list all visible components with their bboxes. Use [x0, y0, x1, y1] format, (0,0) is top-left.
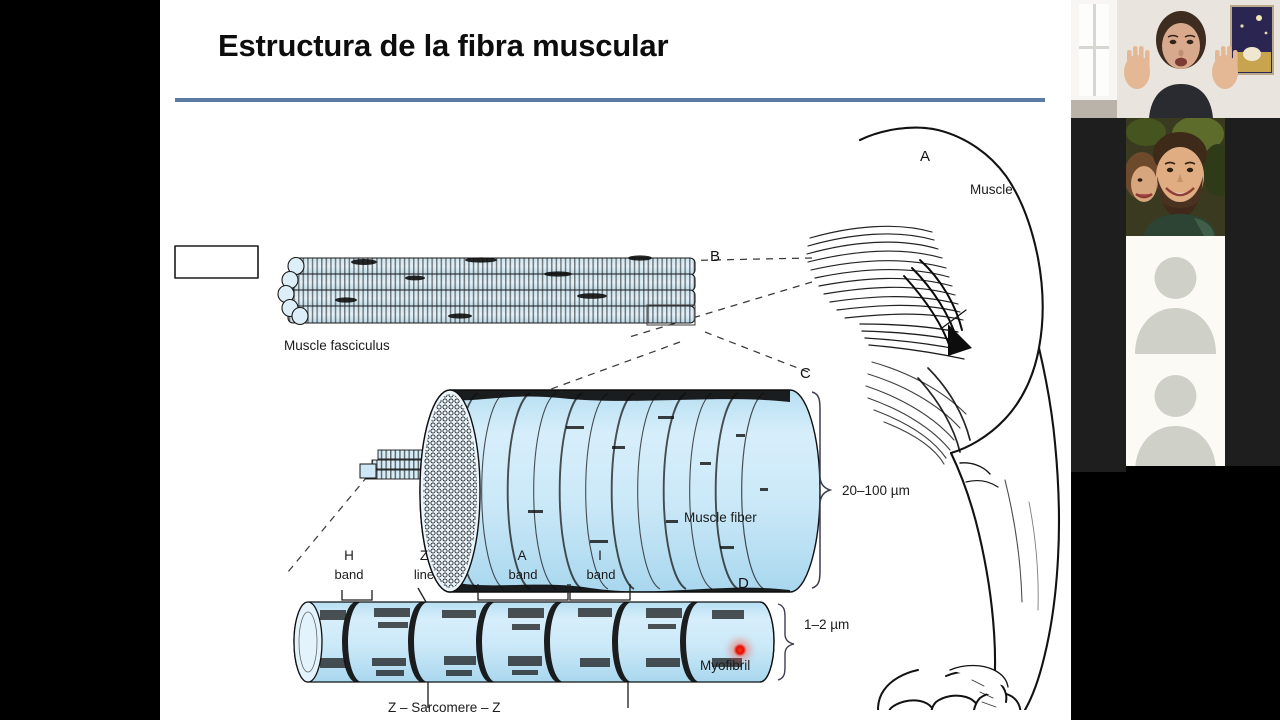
- video-tile-participant-photo[interactable]: [1071, 118, 1280, 236]
- video-tile-presenter-webcam[interactable]: [1071, 0, 1280, 118]
- label-muscle: Muscle: [970, 182, 1013, 197]
- band-label-i-bottom: band: [586, 567, 616, 582]
- person-avatar-icon: [1126, 354, 1225, 472]
- video-tile-placeholder-2[interactable]: [1071, 354, 1280, 472]
- fist-illustration: [877, 664, 1022, 710]
- biceps-callout-box: [174, 245, 259, 279]
- band-label-i-top: I: [598, 548, 602, 563]
- fasciculus-callout-box: [646, 304, 696, 326]
- size-myofibril: 1–2 µm: [804, 617, 850, 632]
- myofibril-size-bracket: [777, 603, 795, 681]
- muscle-fiber-illustration: [359, 389, 821, 593]
- arm-illustration: [174, 126, 1061, 710]
- band-label-h-bottom: band: [334, 567, 364, 582]
- size-muscle-fiber: 20–100 µm: [842, 483, 910, 498]
- muscle-structure-figure: A Muscle B Muscle fasciculus C Muscle fi…: [160, 110, 1071, 715]
- muscle-fasciculus-illustration: [277, 255, 696, 326]
- band-label-h-top: H: [344, 548, 354, 563]
- band-label-a-bottom: band: [508, 567, 538, 582]
- muscle-fiber-size-bracket: [811, 391, 833, 589]
- figure-letter-a: A: [920, 148, 931, 165]
- figure-letter-b: B: [710, 248, 721, 265]
- band-label-z-bottom: line: [413, 567, 435, 582]
- title-divider: [175, 98, 1045, 102]
- shared-slide: Estructura de la fibra muscular: [160, 0, 1071, 720]
- label-sarcomere: Z – Sarcomere – Z: [388, 700, 501, 715]
- band-indicator-brackets: [341, 584, 631, 708]
- figure-letter-c: C: [800, 365, 811, 382]
- band-label-a-top: A: [517, 548, 527, 563]
- figure-letter-d: D: [738, 575, 749, 592]
- person-avatar-icon: [1126, 236, 1225, 354]
- label-myofibril: Myofibril: [700, 658, 751, 673]
- presenter-webcam-image: [1071, 0, 1280, 118]
- participant-photo-image: [1126, 118, 1225, 236]
- label-muscle-fasciculus: Muscle fasciculus: [284, 338, 390, 353]
- myofibril-illustration: [293, 601, 775, 683]
- page-title: Estructura de la fibra muscular: [218, 28, 669, 63]
- band-label-z-top: Z: [419, 548, 429, 563]
- muscle-structure-illustration: [174, 126, 1061, 710]
- video-strip-bottom-filler: [1126, 466, 1280, 720]
- label-muscle-fiber: Muscle fiber: [684, 510, 757, 525]
- participant-video-strip: [1071, 0, 1280, 472]
- video-tile-placeholder-1[interactable]: [1071, 236, 1280, 354]
